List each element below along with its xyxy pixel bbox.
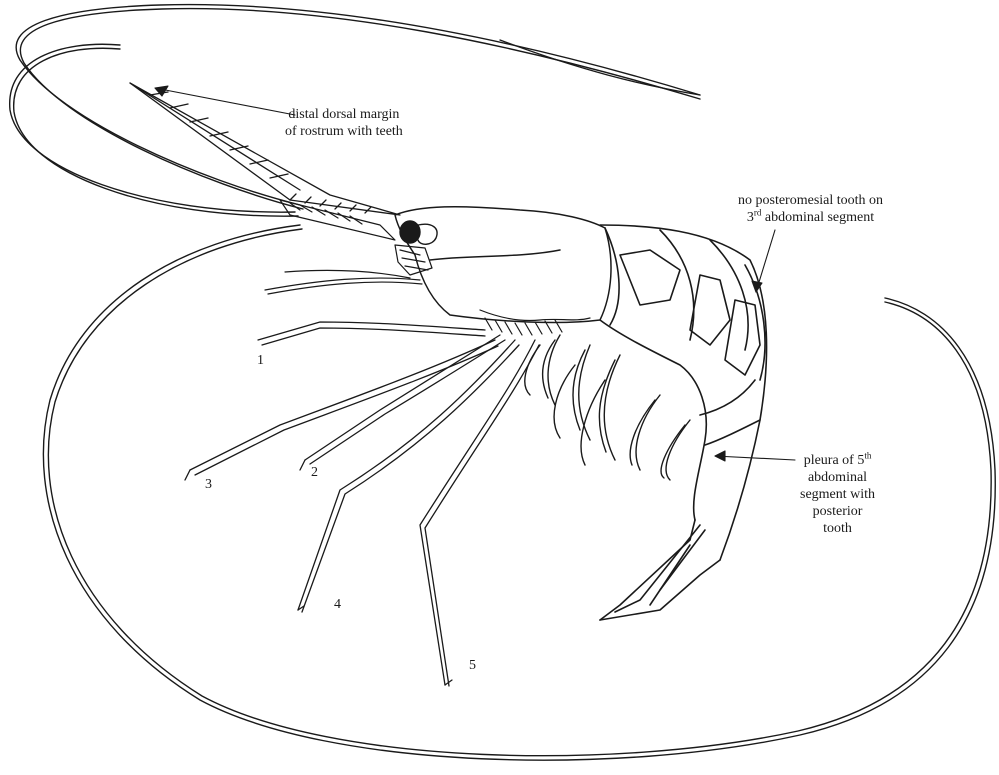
pereiopods (185, 322, 539, 686)
pleura-annotation-line3: segment with (800, 486, 875, 503)
rostrum-annotation-line2: of rostrum with teeth (285, 123, 403, 140)
posteromesial-rest: abdominal segment (761, 210, 874, 225)
abdomen (600, 225, 767, 620)
posteromesial-annotation: no posteromesial tooth on 3rd abdominal … (738, 192, 883, 226)
pleura-annotation-line5: tooth (800, 520, 875, 537)
leg-label-2: 2 (311, 465, 318, 481)
pleura-line1-suffix: th (864, 450, 871, 460)
pleura-annotation-line1: pleura of 5th (800, 452, 875, 469)
eye (400, 221, 437, 244)
leg-label-1: 1 (257, 353, 264, 369)
pleura-annotation-line4: posterior (800, 503, 875, 520)
rostrum-annotation-line1: distal dorsal margin (285, 106, 403, 123)
posteromesial-annotation-line2: 3rd abdominal segment (738, 209, 883, 226)
leg-label-5: 5 (469, 658, 476, 674)
leg-label-4: 4 (334, 597, 341, 613)
antennule-peduncle (265, 270, 422, 294)
posteromesial-ordinal: 3 (747, 210, 754, 225)
antenna-flagella (10, 5, 996, 761)
pleura-line1-text: pleura of 5 (804, 453, 865, 468)
rostrum-annotation: distal dorsal margin of rostrum with tee… (285, 106, 403, 140)
pleura-annotation: pleura of 5th abdominal segment with pos… (800, 452, 875, 537)
leg-label-3: 3 (205, 477, 212, 493)
pleura-annotation-line2: abdominal (800, 469, 875, 486)
leader-lines (155, 86, 795, 461)
